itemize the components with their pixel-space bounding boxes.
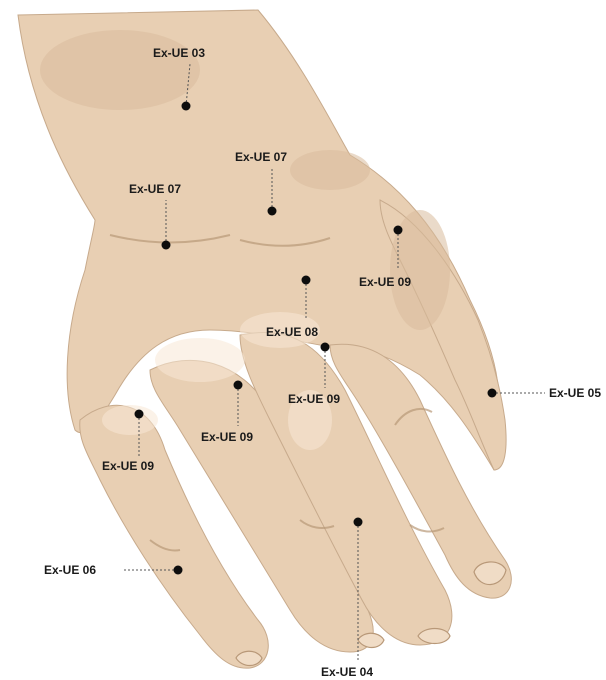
label-ex-ue-09-index: Ex-UE 09 <box>102 459 154 473</box>
acupoint-dot <box>162 241 171 250</box>
label-ex-ue-09-middle: Ex-UE 09 <box>201 430 253 444</box>
label-ex-ue-04: Ex-UE 04 <box>321 665 373 679</box>
label-ex-ue-08: Ex-UE 08 <box>266 325 318 339</box>
acupoint-dot <box>268 207 277 216</box>
acupoint-dot <box>135 410 144 419</box>
label-ex-ue-07-right: Ex-UE 07 <box>235 150 287 164</box>
acupoint-dot <box>321 343 330 352</box>
acupoint-dot <box>174 566 183 575</box>
acupoint-dot <box>488 389 497 398</box>
acupoint-dot <box>354 518 363 527</box>
acupoint-dot <box>234 381 243 390</box>
label-ex-ue-06: Ex-UE 06 <box>44 563 96 577</box>
label-ex-ue-07-left: Ex-UE 07 <box>129 182 181 196</box>
acupoint-dot <box>394 226 403 235</box>
label-ex-ue-03: Ex-UE 03 <box>153 46 205 60</box>
label-ex-ue-09-ring: Ex-UE 09 <box>288 392 340 406</box>
label-ex-ue-09-thumb: Ex-UE 09 <box>359 275 411 289</box>
acupoint-dot <box>302 276 311 285</box>
label-ex-ue-05: Ex-UE 05 <box>549 386 601 400</box>
acupoint-dot <box>182 102 191 111</box>
